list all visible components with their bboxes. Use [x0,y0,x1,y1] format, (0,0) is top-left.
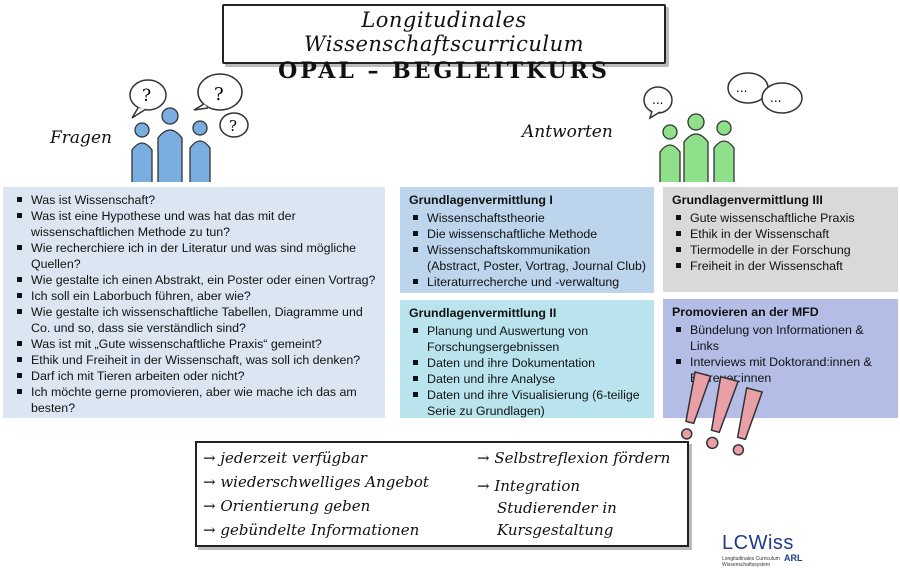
questions-panel: Was ist Wissenschaft? Was ist eine Hypot… [3,187,385,418]
logo-name: LCWiss [722,532,794,554]
panel-title: Grundlagenvermittlung III [672,193,823,207]
list-item: Daten und ihre Analyse [413,371,646,387]
svg-text:...: ... [736,81,747,95]
logo-partner: ARL [784,553,803,563]
list-item: Wie gestalte ich einen Abstrakt, ein Pos… [17,273,376,287]
feature-item: → Orientierung geben [203,497,371,515]
svg-text:...: ... [770,91,781,105]
speech-bubble-icon: ... [761,82,803,114]
svg-text:?: ? [142,86,151,106]
panel-title: Promovieren an der MFD [672,305,819,319]
list-item: Ich möchte gerne promovieren, aber wie m… [17,384,377,416]
list-item: Planung und Auswertung von Forschungserg… [413,323,646,355]
title-line-2: OPAL – BEGLEITKURS [278,58,610,84]
list-item: Tiermodelle in der Forschung [676,242,890,258]
grundlagen-2-panel: Grundlagenvermittlung II Planung und Aus… [400,300,654,418]
feature-item: → jederzeit verfügbar [203,449,367,467]
antworten-label: Antworten [522,122,613,142]
exclamation-icon [680,371,764,456]
list-item: Daten und ihre Visualisierung (6-teilige… [413,387,646,419]
person-icon [189,120,211,182]
panel-title: Grundlagenvermittlung I [409,193,553,207]
list-item: Wissenschaftstheorie [413,210,646,226]
feature-item: Kursgestaltung [497,521,614,539]
list-item: Ethik und Freiheit in der Wissenschaft, … [17,352,377,368]
lcwiss-logo: LCWiss Longitudinales Curriculum Wissens… [722,532,803,568]
speech-bubble-icon: ... [643,86,673,120]
person-icon [157,107,183,182]
grundlagen-3-panel: Grundlagenvermittlung III Gute wissensch… [663,187,898,292]
list-item: Was ist mit „Gute wissenschaftliche Prax… [17,336,377,352]
features-box: → jederzeit verfügbar → wiederschwellige… [195,441,689,547]
feature-item: → gebündelte Informationen [203,521,420,539]
questions-list: Was ist Wissenschaft? Was ist eine Hypot… [13,192,377,416]
list-item: Was ist Wissenschaft? [17,192,377,208]
svg-text:...: ... [652,93,663,107]
panel-title: Grundlagenvermittlung II [409,306,557,320]
list-item: Wie gestalte ich wissenschaftliche Tabel… [17,304,377,336]
person-icon [683,113,709,182]
list-item: Ethik in der Wissenschaft [676,226,890,242]
svg-text:?: ? [214,84,224,105]
feature-item: → Selbstreflexion fördern [477,449,671,467]
speech-bubble-icon: ? [219,112,249,138]
fragen-label: Fragen [50,128,112,148]
list-item: Wissenschaftskommunikation (Abstract, Po… [413,243,646,273]
list-item: Wie recherchiere ich in der Literatur un… [17,240,377,272]
list-item: Darf ich mit Tieren arbeiten oder nicht? [17,368,377,384]
feature-item: → Integration [477,477,581,495]
person-icon [131,122,153,182]
list-item: Freiheit in der Wissenschaft [676,258,890,274]
list-item: Gute wissenschaftliche Praxis [676,210,890,226]
person-icon [659,124,681,182]
list-item: Bündelung von Informationen & Links [676,322,890,354]
feature-item: Studierender in [497,499,617,517]
list-item: Was ist eine Hypothese und was hat das m… [17,208,377,240]
list-item: Daten und ihre Dokumentation [413,355,646,371]
speech-bubble-icon: ? [193,73,243,111]
grundlagen-1-panel: Grundlagenvermittlung I Wissenschaftsthe… [400,187,654,293]
list-item: Interviews mit Doktorand:innen & Betreue… [676,354,890,386]
answering-people-icon: ... ... ... [643,72,803,182]
title-line-1: Longitudinales Wissenschaftscurriculum [303,8,585,56]
list-item: Die wissenschaftliche Methode [413,226,646,242]
questioning-people-icon: ? ? ? [129,73,249,182]
person-icon [713,120,735,182]
feature-item: → wiederschwelliges Angebot [203,473,429,491]
title-box: Longitudinales Wissenschaftscurriculum O… [222,4,666,84]
speech-bubble-icon: ? [129,79,167,119]
svg-text:?: ? [229,117,237,135]
logo-subtitle: Longitudinales Curriculum Wissenschaftss… [722,556,780,568]
speech-bubble-icon: ... [727,72,769,104]
list-item: Literaturrecherche und -verwaltung [413,274,646,290]
list-item: Ich soll ein Laborbuch führen, aber wie? [17,288,377,304]
